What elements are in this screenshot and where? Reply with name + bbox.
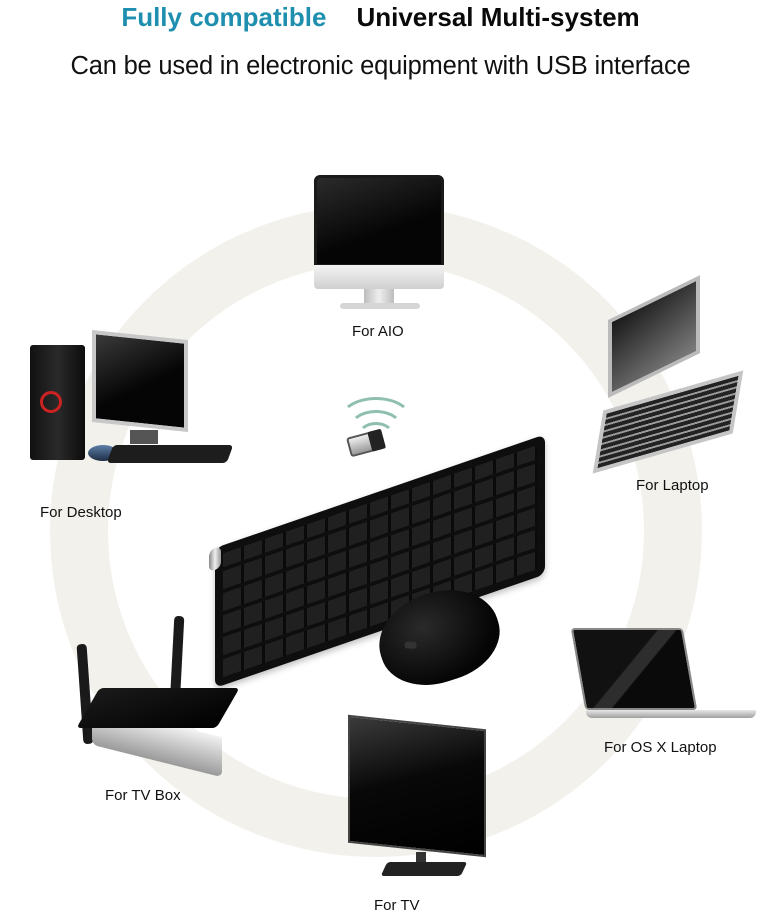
device-label-laptop: For Laptop [636, 477, 709, 494]
device-label-desktop: For Desktop [40, 504, 122, 521]
device-label-tv: For TV [374, 897, 420, 914]
tv-box-icon [62, 606, 242, 778]
headline-main: Universal Multi-system [356, 2, 640, 32]
device-label-aio: For AIO [352, 323, 404, 340]
laptop-icon [592, 275, 748, 474]
macbook-icon [568, 618, 761, 723]
headline: Fully compatible Universal Multi-system [0, 0, 761, 34]
wifi-signal-icon-inner [348, 410, 404, 450]
device-label-osx-laptop: For OS X Laptop [604, 739, 717, 756]
wifi-signal-icon [338, 397, 414, 447]
wifi-signal-icon-small [357, 422, 395, 452]
all-in-one-pc-icon [300, 165, 460, 315]
headline-accent: Fully compatible [121, 2, 327, 32]
television-icon [320, 714, 500, 882]
subtitle: Can be used in electronic equipment with… [70, 52, 691, 80]
device-label-tv-box: For TV Box [105, 787, 181, 804]
desktop-pc-icon [30, 329, 234, 470]
